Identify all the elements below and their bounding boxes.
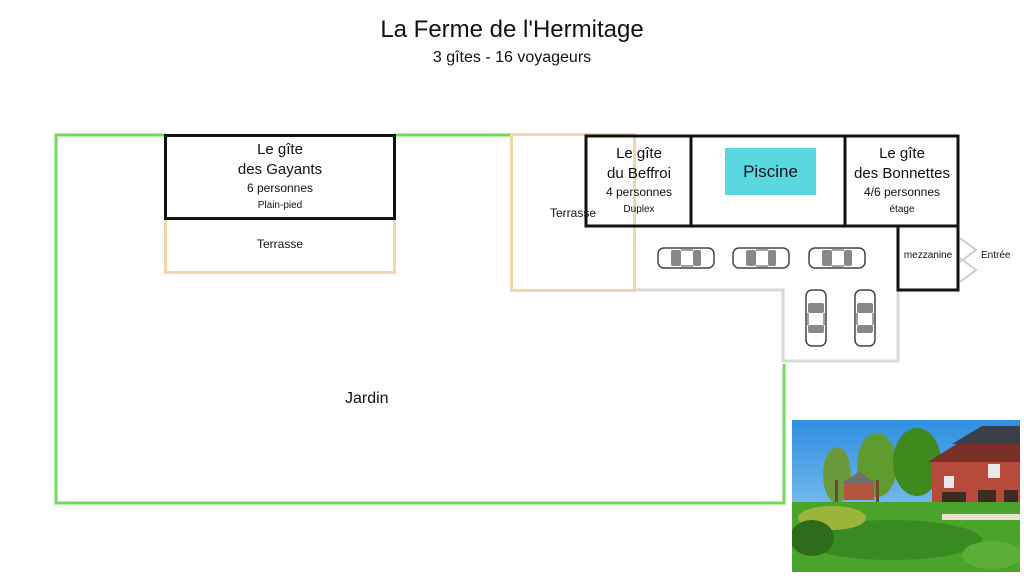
pool-label: Piscine: [743, 161, 798, 181]
car-top-view-icon: [732, 247, 790, 269]
farm-photo: [792, 420, 1020, 572]
gite-bonnettes[interactable]: Le gîte des Bonnettes 4/6 personnes étag…: [847, 138, 957, 224]
gite-beffroi-type: Duplex: [623, 204, 655, 215]
car-top-view-icon: [657, 247, 715, 269]
gite-gayants-type: Plain-pied: [257, 200, 303, 211]
terrace-left-label: Terrasse: [256, 236, 303, 251]
gite-gayants-line2: des Gayants: [237, 161, 323, 178]
terrace-right: Terrasse: [510, 133, 636, 292]
pool: Piscine: [725, 148, 816, 195]
gite-beffroi-capacity: 4 personnes: [605, 185, 673, 199]
mezzanine: mezzanine: [900, 230, 956, 280]
gite-bonnettes-line2: des Bonnettes: [854, 165, 950, 182]
entrance-label: Entrée: [981, 250, 1011, 261]
page-title: La Ferme de l'Hermitage: [380, 16, 644, 43]
terrace-left: Terrasse: [164, 216, 396, 274]
car-top-view-icon: [808, 247, 866, 269]
garden-label: Jardin: [345, 390, 389, 407]
gite-bonnettes-line1: Le gîte: [879, 145, 925, 162]
gite-gayants-line1: Le gîte: [257, 141, 303, 158]
entrance-chevron-icon: [959, 237, 978, 283]
gite-beffroi[interactable]: Le gîte du Beffroi 4 personnes Duplex: [588, 138, 690, 224]
gite-bonnettes-capacity: 4/6 personnes: [863, 185, 941, 199]
terrace-right-label: Terrasse: [549, 205, 596, 220]
gite-beffroi-line1: Le gîte: [616, 145, 662, 162]
gite-beffroi-line2: du Beffroi: [607, 165, 671, 182]
mezzanine-label: mezzanine: [903, 249, 953, 261]
gite-gayants[interactable]: Le gîte des Gayants 6 personnes Plain-pi…: [164, 134, 396, 220]
car-top-view-icon: [854, 289, 876, 347]
car-top-view-icon: [805, 289, 827, 347]
page-subtitle: 3 gîtes - 16 voyageurs: [432, 49, 592, 66]
gite-gayants-capacity: 6 personnes: [246, 181, 314, 195]
gite-bonnettes-type: étage: [889, 204, 915, 215]
